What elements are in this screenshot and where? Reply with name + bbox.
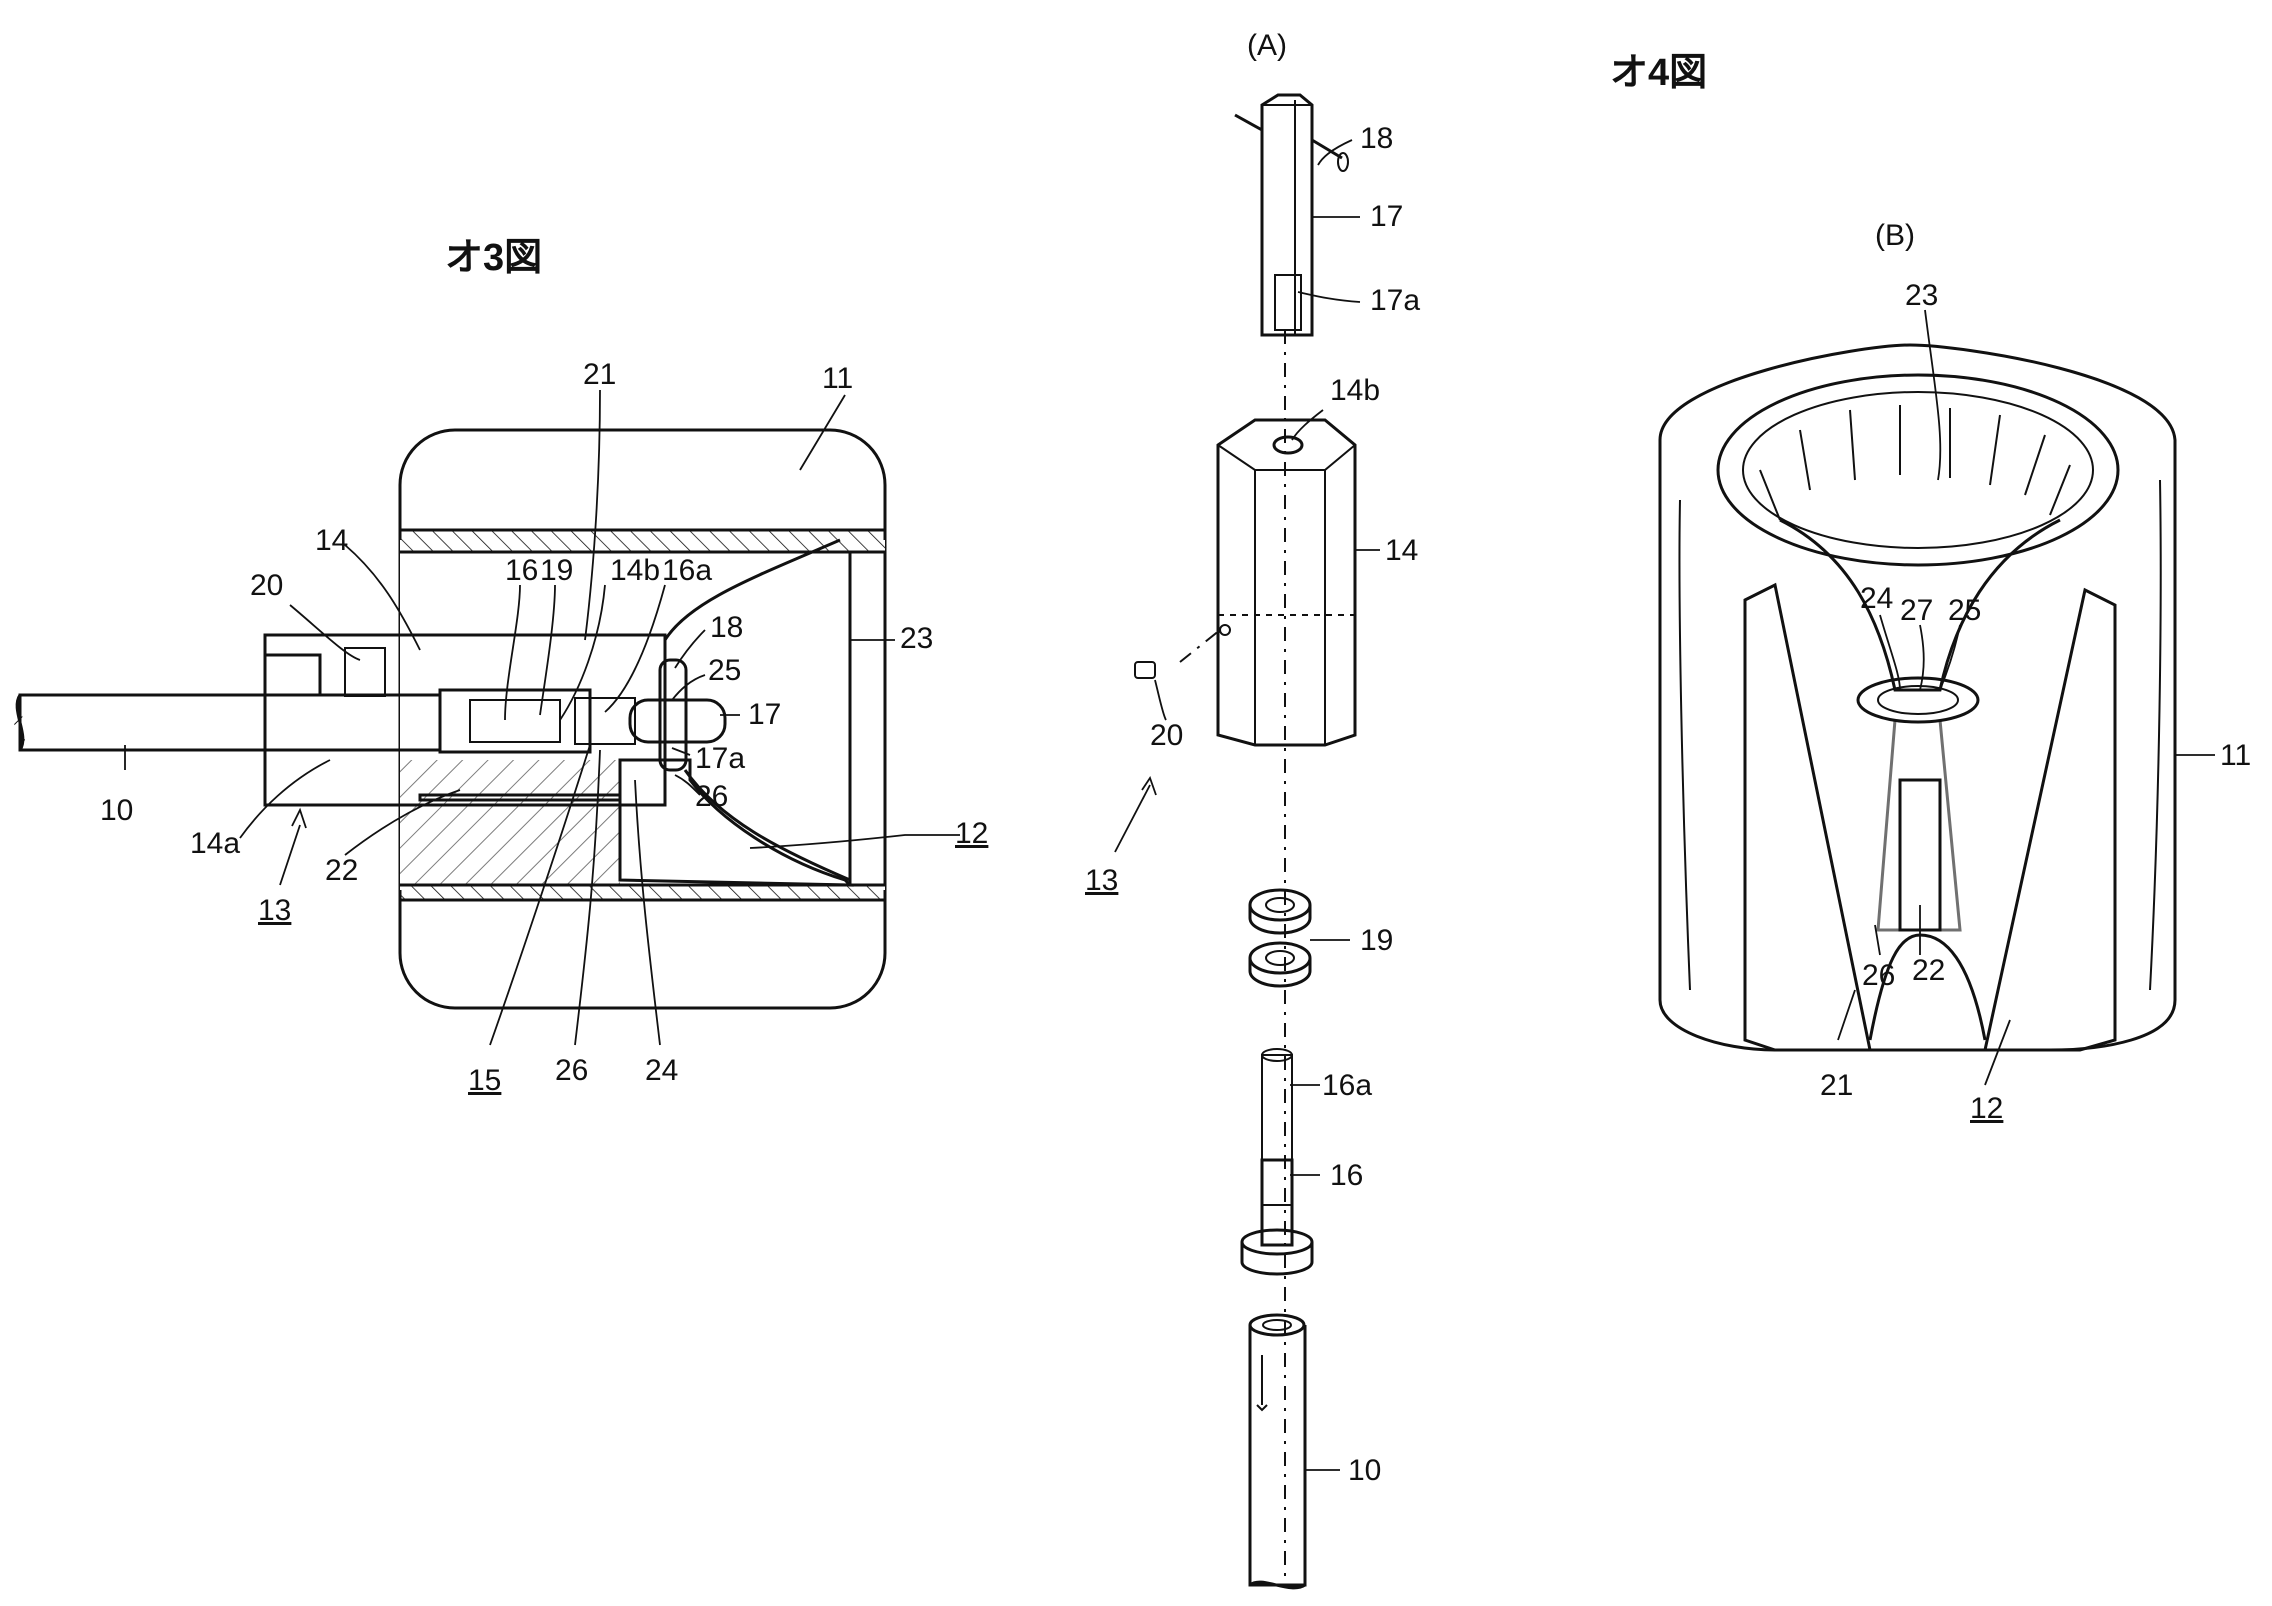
fig4b-label-24: 24 bbox=[1860, 582, 1893, 615]
fig4a-labels: 18 17 17a 14b 14 20 13 19 16a 16 10 bbox=[1085, 122, 1420, 1487]
fig4a-label-17: 17 bbox=[1370, 200, 1403, 233]
panel-b-title: (B) bbox=[1875, 219, 1915, 252]
shaft-10 bbox=[13, 695, 440, 750]
fig4a-label-14: 14 bbox=[1385, 534, 1418, 567]
fig3-label-16: 16 bbox=[505, 554, 538, 587]
fig3-label-23: 23 bbox=[900, 622, 933, 655]
part-20 bbox=[1135, 662, 1155, 678]
fig3-label-11: 11 bbox=[822, 362, 853, 395]
fig4a-label-16: 16 bbox=[1330, 1159, 1363, 1192]
fig4a-label-10: 10 bbox=[1348, 1454, 1381, 1487]
fig3-label-14: 14 bbox=[315, 524, 348, 557]
fig4a-leaders bbox=[1115, 140, 1380, 1470]
fig3-label-22: 22 bbox=[325, 854, 358, 887]
fig3-label-26b: 26 bbox=[555, 1054, 588, 1087]
fig3-label-17a: 17a bbox=[695, 742, 745, 775]
fig3-label-15: 15 bbox=[468, 1064, 501, 1097]
part-10 bbox=[1250, 1315, 1305, 1588]
fig3-label-13: 13 bbox=[258, 894, 291, 927]
fig3-label-20: 20 bbox=[250, 569, 283, 602]
fig3-label-17: 17 bbox=[748, 698, 781, 731]
fig3-label-14a: 14a bbox=[190, 827, 240, 860]
fig3-label-26a: 26 bbox=[695, 780, 728, 813]
fig3-label-10: 10 bbox=[100, 794, 133, 827]
wheel-11-section bbox=[400, 430, 885, 1008]
fig3-label-24: 24 bbox=[645, 1054, 678, 1087]
fig4a-label-19: 19 bbox=[1360, 924, 1393, 957]
fig4b-labels: 23 24 27 25 11 26 22 21 12 bbox=[1820, 279, 2251, 1125]
fig3-label-21: 21 bbox=[583, 358, 616, 391]
figure-4-panel-b: (B) bbox=[1660, 219, 2251, 1125]
fig4b-label-25: 25 bbox=[1948, 594, 1981, 627]
fig3-label-12: 12 bbox=[955, 817, 988, 850]
fig4a-label-17a: 17a bbox=[1370, 284, 1420, 317]
fig4b-label-11: 11 bbox=[2220, 739, 2251, 772]
figure-4-title: オ4図 bbox=[1610, 52, 1707, 94]
figure-3: オ3図 bbox=[13, 237, 988, 1097]
fig4b-label-21: 21 bbox=[1820, 1069, 1853, 1102]
fig3-label-19: 19 bbox=[540, 554, 573, 587]
fig4b-label-26: 26 bbox=[1862, 959, 1895, 992]
fig3-label-25: 25 bbox=[708, 654, 741, 687]
fig4b-label-23: 23 bbox=[1905, 279, 1938, 312]
fig4a-label-20: 20 bbox=[1150, 719, 1183, 752]
panel-a-title: (A) bbox=[1247, 29, 1287, 62]
fig3-label-16a: 16a bbox=[662, 554, 712, 587]
fig4a-label-13: 13 bbox=[1085, 864, 1118, 897]
part-14 bbox=[1180, 420, 1355, 745]
figure-4-panel-a: オ4図 (A) bbox=[1085, 29, 1707, 1588]
fig4a-label-18: 18 bbox=[1360, 122, 1393, 155]
fig3-label-14b: 14b bbox=[610, 554, 660, 587]
fig4a-label-14b: 14b bbox=[1330, 374, 1380, 407]
figure-3-title: オ3図 bbox=[445, 237, 542, 279]
fig4a-label-16a: 16a bbox=[1322, 1069, 1372, 1102]
fig4b-label-27: 27 bbox=[1900, 594, 1933, 627]
fig3-label-18: 18 bbox=[710, 611, 743, 644]
fig4b-label-22: 22 bbox=[1912, 954, 1945, 987]
part-16 bbox=[1242, 1049, 1312, 1274]
part-19 bbox=[1250, 890, 1310, 986]
fig4b-label-12: 12 bbox=[1970, 1092, 2003, 1125]
wheel-11-cutaway bbox=[1660, 345, 2175, 1050]
